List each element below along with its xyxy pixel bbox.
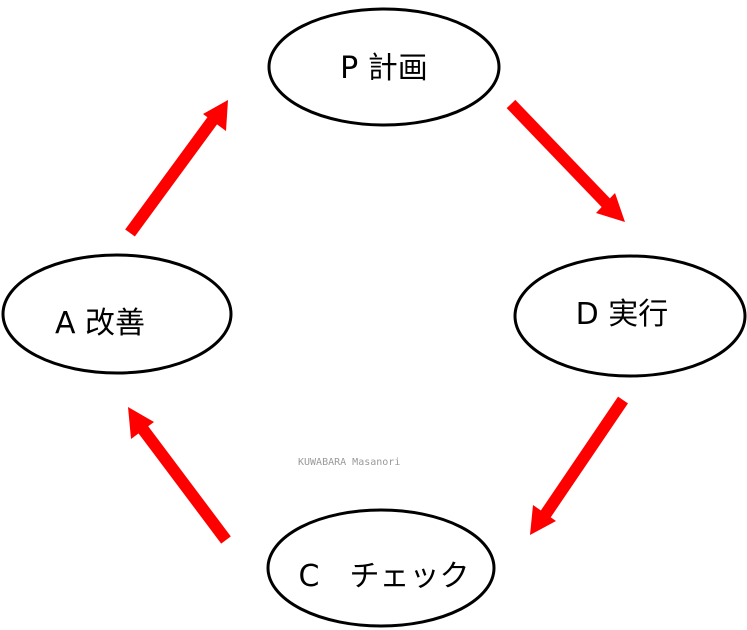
node-check: C チェック	[266, 508, 496, 628]
node-plan: P 計画	[267, 7, 501, 127]
arrow-plan-to-do	[506, 99, 625, 222]
node-act: A 改善	[1, 253, 233, 375]
node-act-label: A 改善	[55, 306, 145, 341]
author-credit: KUWABARA Masanori	[298, 457, 400, 468]
node-check-label: C チェック	[299, 559, 470, 594]
arrow-do-to-check	[530, 396, 628, 535]
node-do-label: D 実行	[576, 297, 669, 332]
arrow-check-to-act	[128, 407, 231, 544]
arrow-act-to-plan	[125, 100, 228, 237]
cycle-arrows	[125, 99, 628, 544]
node-plan-label: P 計画	[340, 51, 428, 86]
node-do: D 実行	[513, 254, 747, 378]
